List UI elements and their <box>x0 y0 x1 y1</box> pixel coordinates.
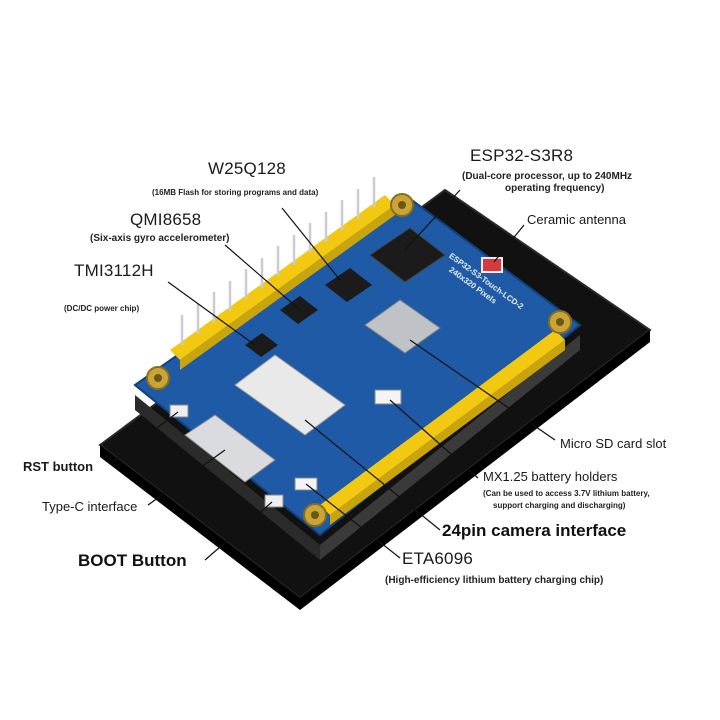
dcdc-chip <box>245 333 278 357</box>
label-sd-title: Micro SD card slot <box>560 436 667 451</box>
label-tmi3112h-title: TMI3112H <box>74 261 154 280</box>
rst-button-part <box>169 404 189 418</box>
label-tmi3112h-desc: (DC/DC power chip) <box>64 304 140 313</box>
label-w25q128-title: W25Q128 <box>208 159 286 178</box>
label-rst-title: RST button <box>23 459 94 474</box>
label-mx125-desc1: (Can be used to access 3.7V lithium batt… <box>483 489 650 498</box>
label-esp32-desc1: (Dual-core processor, up to 240MHz <box>462 171 633 182</box>
label-qmi8658-desc: (Six-axis gyro accelerometer) <box>90 233 230 244</box>
imu-chip <box>280 296 318 324</box>
label-mx125-title: MX1.25 battery holders <box>483 469 618 484</box>
mounting-screws <box>146 193 572 527</box>
lcd-screen-edge <box>300 330 650 610</box>
lcd-screen-edge-left <box>100 445 300 610</box>
sd-slot <box>364 299 441 354</box>
flash-chip <box>325 268 372 302</box>
ceramic-antenna <box>481 257 503 273</box>
camera-connector <box>234 354 346 436</box>
label-eta6096-desc: (High-efficiency lithium battery chargin… <box>385 575 604 586</box>
label-boot-title: BOOT Button <box>78 551 187 570</box>
label-antenna-title: Ceramic antenna <box>527 212 626 227</box>
label-typec-title: Type-C interface <box>42 499 138 514</box>
type-c-port <box>184 414 276 483</box>
label-mx125-desc2: support charging and discharging) <box>493 501 626 510</box>
pcb-side <box>135 395 320 560</box>
pcb-side-right <box>320 335 580 560</box>
label-camera-title: 24pin camera interface <box>442 521 627 540</box>
pin-header-left <box>170 195 395 370</box>
label-esp32-desc2: operating frequency) <box>505 183 605 194</box>
label-eta6096-title: ETA6096 <box>402 549 474 568</box>
battery-connector <box>374 389 402 405</box>
label-esp32-title: ESP32-S3R8 <box>470 146 574 165</box>
pin-header-right <box>320 330 565 525</box>
leader-lines <box>111 189 556 561</box>
header-pins <box>180 177 376 345</box>
esp32-chip <box>369 227 446 283</box>
label-qmi8658-title: QMI8658 <box>130 210 202 229</box>
label-w25q128-desc: (16MB Flash for storing programs and dat… <box>152 188 319 197</box>
